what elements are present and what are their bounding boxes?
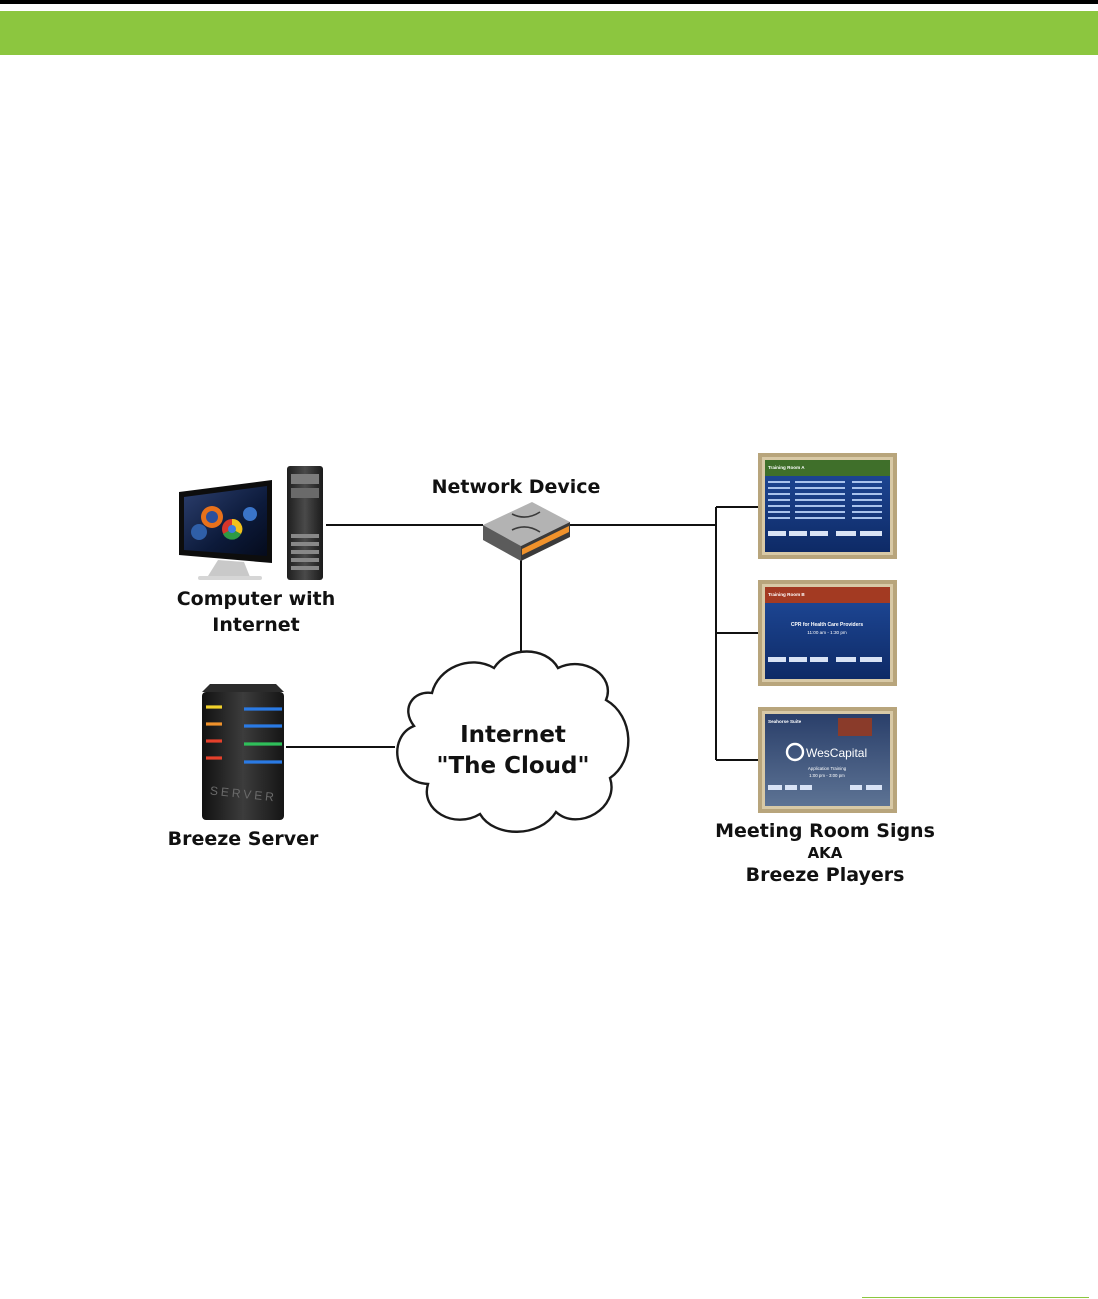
sign-c-logo: WesCapital xyxy=(806,746,867,760)
cloud-label-line2: "The Cloud" xyxy=(436,753,590,779)
sign-a: Training Room A xyxy=(758,453,897,559)
computer-label: Computer with Internet xyxy=(160,586,352,638)
footer-rule xyxy=(862,1297,1089,1298)
meeting-room-signs-label: Meeting Room Signs AKA Breeze Players xyxy=(700,820,950,886)
sign-a-title: Training Room A xyxy=(768,465,805,470)
top-rule xyxy=(0,0,1098,4)
connection-lines xyxy=(286,506,760,761)
computer-icon xyxy=(179,466,323,580)
cloud-icon xyxy=(396,650,630,833)
wescapital-logo-icon xyxy=(785,742,805,762)
sign-c-time: 1:00 pm - 3:00 pm xyxy=(809,773,845,778)
sign-b-time: 11:00 am - 1:30 pm xyxy=(807,630,847,635)
computer-label-line1: Computer with xyxy=(176,588,336,610)
header-band xyxy=(0,11,1098,55)
sign-b-title: Training Room B xyxy=(768,592,805,597)
sign-b: Training Room B CPR for Health Care Prov… xyxy=(758,580,897,686)
network-switch-icon xyxy=(483,502,570,561)
breeze-server-label: Breeze Server xyxy=(167,828,319,850)
server-case-text: SERVER xyxy=(209,784,277,805)
server-icon: SERVER xyxy=(202,684,284,820)
cloud-label: Internet "The Cloud" xyxy=(412,720,614,782)
cloud-label-line1: Internet xyxy=(460,722,566,748)
sign-b-event: CPR for Health Care Providers xyxy=(791,622,863,628)
signs-label-line1: Meeting Room Signs xyxy=(715,820,935,842)
computer-label-line2: Internet xyxy=(212,614,300,636)
signs-label-line2: AKA xyxy=(807,844,843,862)
sign-c-event: Application Training xyxy=(808,766,847,771)
signs-label-line3: Breeze Players xyxy=(745,864,905,886)
sign-c-title: Seahorse Suite xyxy=(768,719,802,724)
network-device-label: Network Device xyxy=(431,476,601,498)
sign-c: Seahorse Suite WesCapital Application Tr… xyxy=(758,707,897,813)
